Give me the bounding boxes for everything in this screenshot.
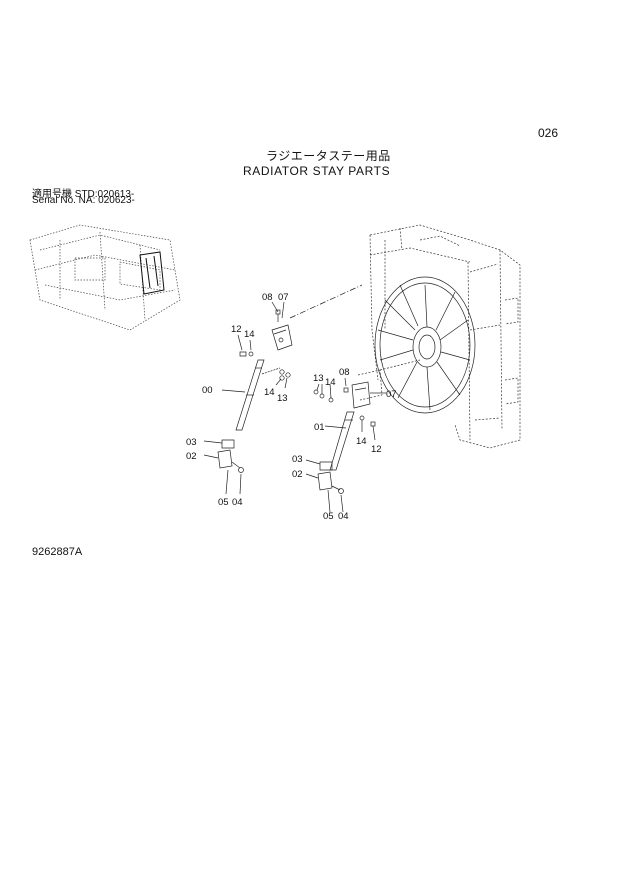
callout-13: 13 bbox=[313, 373, 324, 384]
callout-14: 14 bbox=[356, 436, 367, 447]
callout-04: 04 bbox=[232, 497, 243, 508]
callout-08: 08 bbox=[339, 367, 350, 378]
callout-14: 14 bbox=[325, 377, 336, 388]
callout-00: 00 bbox=[202, 385, 213, 396]
page-title-japanese: ラジエータステー用品 bbox=[266, 149, 391, 163]
machine-overview-thumbnail bbox=[29, 224, 181, 331]
callout-02: 02 bbox=[292, 469, 303, 480]
callout-02: 02 bbox=[186, 451, 197, 462]
serial-number-line: Serial No. NA: 020623- bbox=[32, 195, 135, 206]
callout-07: 07 bbox=[278, 292, 289, 303]
radiator-frame bbox=[357, 224, 521, 449]
callout-14: 14 bbox=[264, 387, 275, 398]
page-number: 026 bbox=[538, 126, 559, 140]
callout-03: 03 bbox=[186, 437, 197, 448]
callout-05: 05 bbox=[323, 511, 334, 522]
callout-07: 07 bbox=[386, 389, 397, 400]
callout-04: 04 bbox=[338, 511, 349, 522]
callout-01: 01 bbox=[314, 422, 325, 433]
assembly-guide-line bbox=[289, 284, 363, 319]
left-stay-assembly bbox=[203, 301, 293, 495]
callout-14: 14 bbox=[244, 329, 255, 340]
callout-12: 12 bbox=[231, 324, 242, 335]
serial-applicability-line: 適用号機 STD:020613- bbox=[32, 189, 135, 200]
callout-05: 05 bbox=[218, 497, 229, 508]
callout-13: 13 bbox=[277, 393, 288, 404]
cooling-fan bbox=[374, 276, 476, 414]
drawing-number: 9262887A bbox=[32, 546, 83, 558]
radiator-stay-highlight bbox=[139, 251, 165, 295]
right-stay-assembly bbox=[305, 377, 386, 513]
callout-labels: 08 07 12 14 00 14 13 03 02 05 04 13 14 0… bbox=[186, 292, 397, 522]
callout-03: 03 bbox=[292, 454, 303, 465]
callout-12: 12 bbox=[371, 444, 382, 455]
page-title-english: RADIATOR STAY PARTS bbox=[243, 164, 391, 178]
callout-08: 08 bbox=[262, 292, 273, 303]
